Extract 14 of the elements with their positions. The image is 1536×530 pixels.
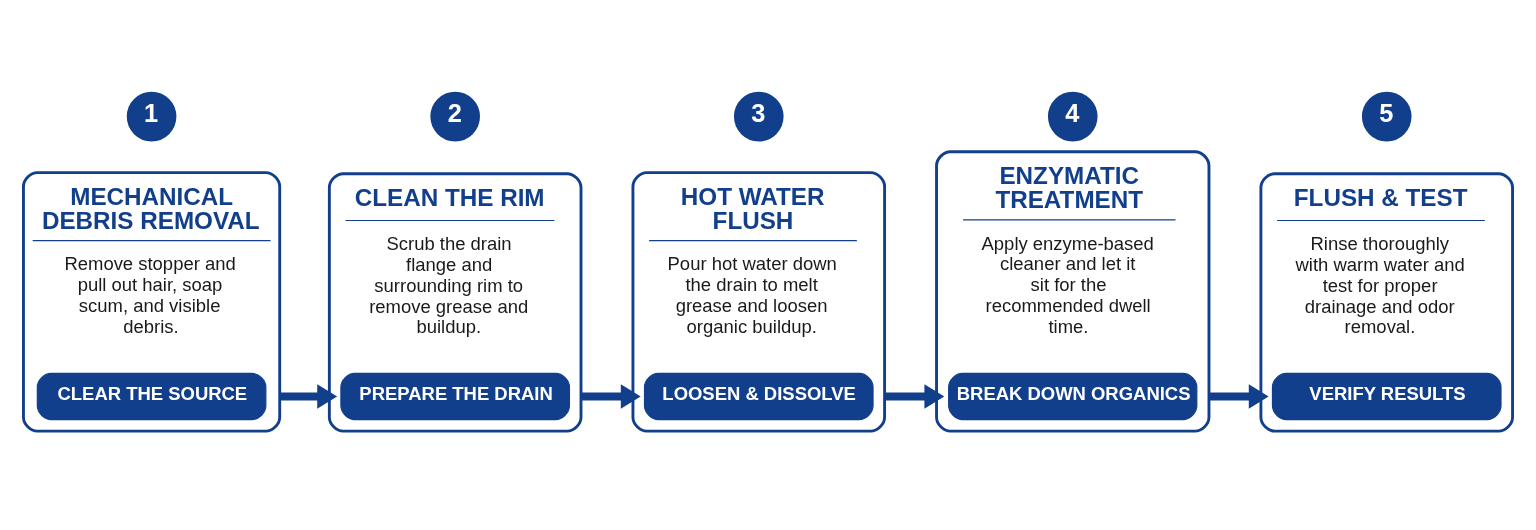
arrow xyxy=(1208,383,1269,409)
node-circle: 4 xyxy=(1045,88,1100,144)
node-circle: 5 xyxy=(1359,88,1414,144)
node-box: BREAK DOWN ORGANICS xyxy=(948,372,1198,420)
node-box: PREPARE THE DRAIN xyxy=(340,372,571,420)
node-circle: 2 xyxy=(428,88,483,144)
arrow xyxy=(581,383,641,409)
node-box: VERIFY RESULTS xyxy=(1271,372,1502,420)
node-circle: 3 xyxy=(731,88,786,144)
node-box: CLEAR THE SOURCE xyxy=(36,372,267,420)
arrow xyxy=(279,383,338,409)
arrow xyxy=(884,383,945,409)
node-circle: 1 xyxy=(124,88,179,144)
node-box: LOOSEN & DISSOLVE xyxy=(643,372,874,420)
